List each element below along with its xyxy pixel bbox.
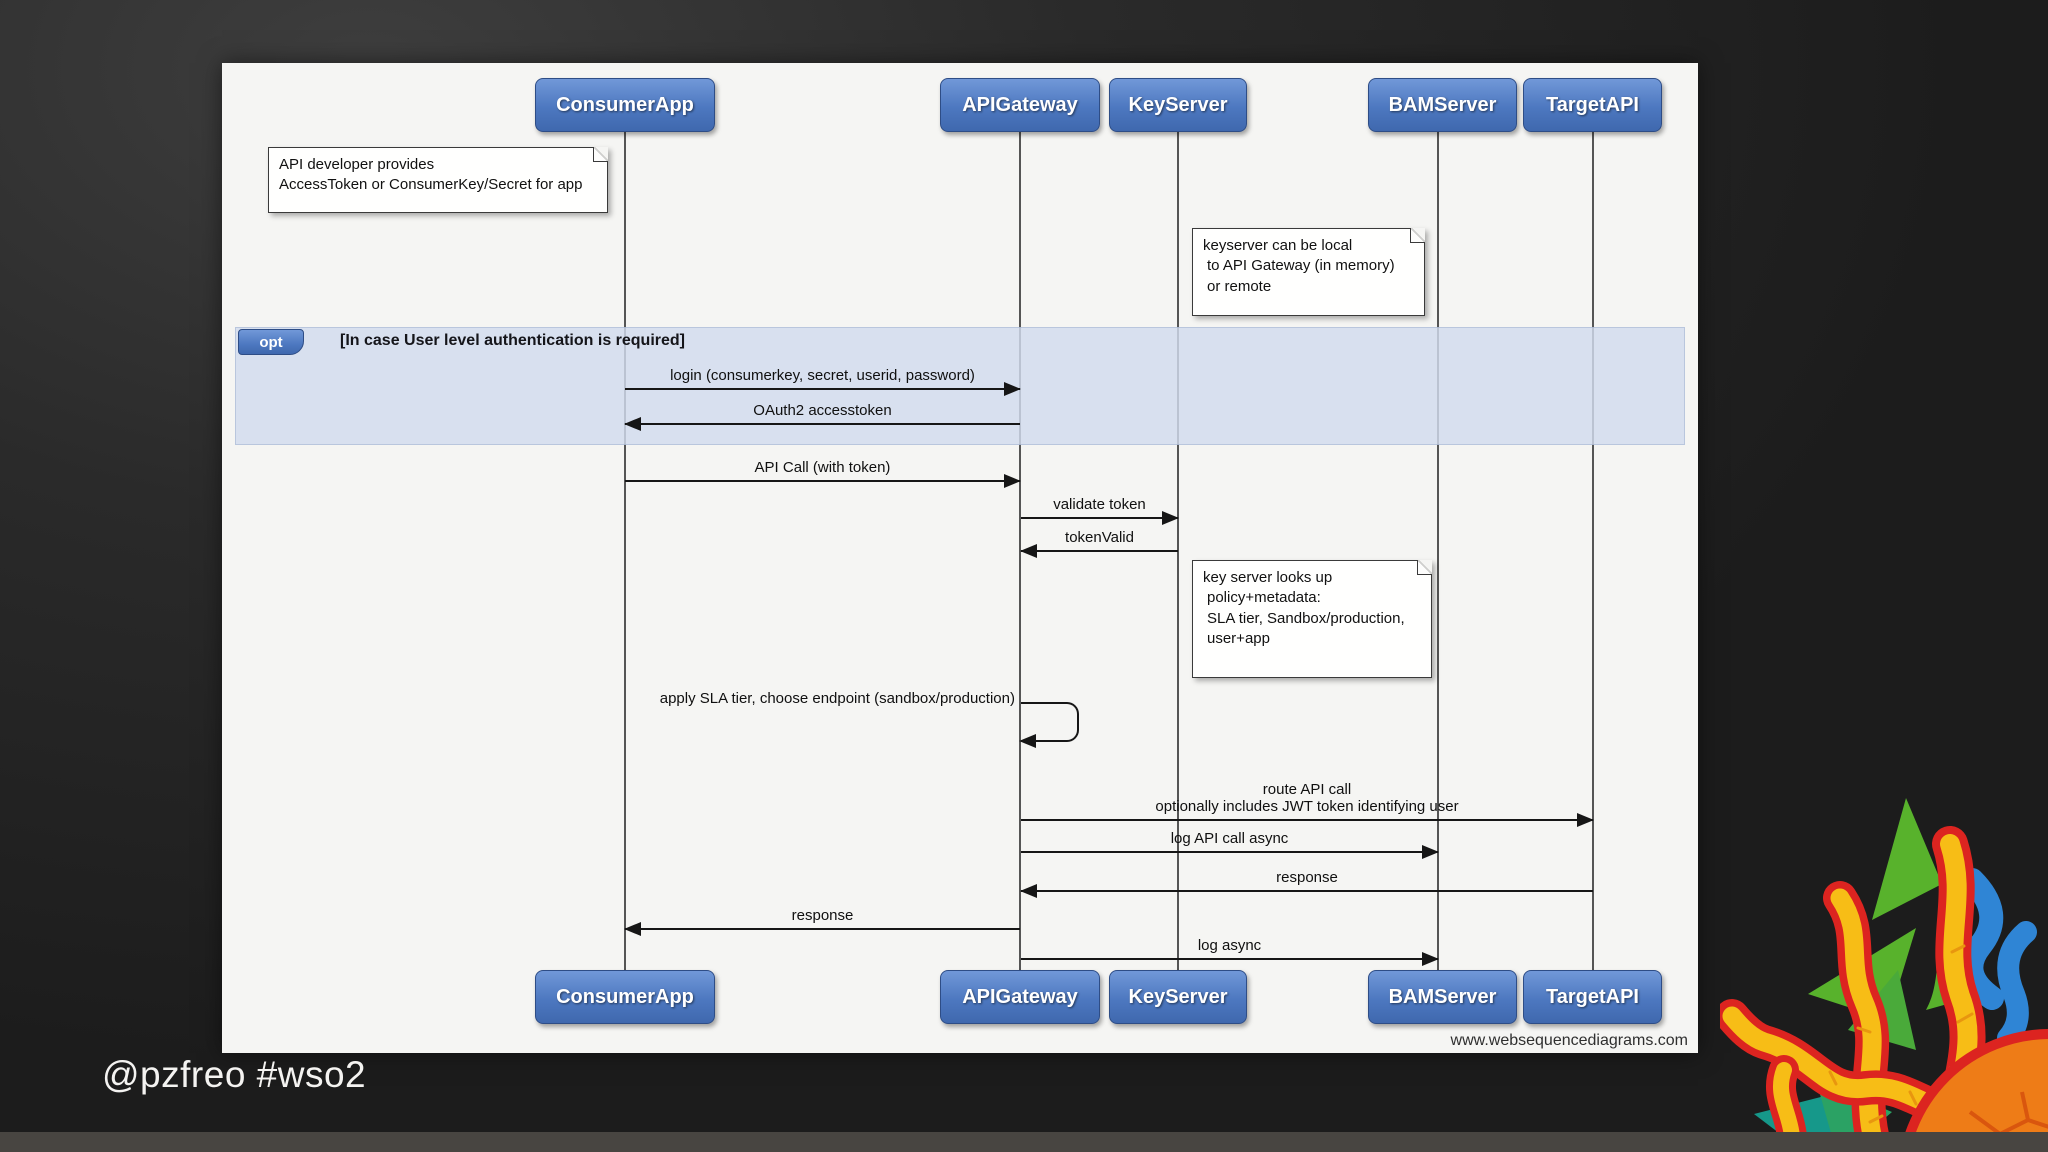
note-line: user+app <box>1207 629 1270 647</box>
message-response-target: response <box>1020 869 1593 898</box>
note-line: AccessToken or ConsumerKey/Secret for ap… <box>279 176 583 194</box>
message-api-call: API Call (with token) <box>625 459 1021 488</box>
lifeline-consumerapp <box>624 132 626 970</box>
message-log-async: log async <box>1021 937 1439 966</box>
message-line <box>1021 550 1178 552</box>
arrowhead-left-icon <box>1020 884 1037 898</box>
message-line <box>1021 890 1593 892</box>
lifeline-targetapi <box>1592 132 1594 970</box>
message-label: log API call async <box>1170 830 1289 847</box>
actor-bottom-apigateway: APIGateway <box>940 970 1100 1024</box>
lifeline-keyserver <box>1177 132 1179 970</box>
opt-fragment: opt [In case User level authentication i… <box>235 327 1685 445</box>
note-keyserver-local: keyserver can be local to API Gateway (i… <box>1192 228 1425 316</box>
message-line <box>1021 958 1438 960</box>
arrowhead-right-icon <box>1422 952 1439 966</box>
message-validate-token: validate token <box>1021 496 1179 525</box>
actor-top-keyserver: KeyServer <box>1109 78 1247 132</box>
arrowhead-left-icon <box>624 417 641 431</box>
message-line <box>1021 819 1593 821</box>
message-line <box>625 928 1020 930</box>
arrowhead-left-icon <box>624 922 641 936</box>
message-line <box>625 388 1020 390</box>
opt-fragment-operator: opt <box>238 329 304 355</box>
arrowhead-right-icon <box>1162 511 1179 525</box>
message-line <box>625 480 1020 482</box>
message-label: OAuth2 accesstoken <box>753 402 892 419</box>
lifeline-bamserver <box>1437 132 1439 970</box>
actor-bottom-consumerapp: ConsumerApp <box>535 970 715 1024</box>
note-keyserver-lookup: key server looks up policy+metadata: SLA… <box>1192 560 1432 678</box>
message-line <box>1021 851 1438 853</box>
message-label: tokenValid <box>1065 529 1134 546</box>
note-api-developer: API developer provides AccessToken or Co… <box>268 147 608 213</box>
actor-top-bamserver: BAMServer <box>1368 78 1517 132</box>
message-apply-sla-selfloop <box>1019 702 1079 748</box>
actor-top-consumerapp: ConsumerApp <box>535 78 715 132</box>
message-tokenvalid: tokenValid <box>1020 529 1178 558</box>
wso2-sun-logo <box>1720 798 2048 1152</box>
message-label: route API call <box>1262 781 1352 798</box>
actor-top-apigateway: APIGateway <box>940 78 1100 132</box>
message-log-api-call-async: log API call async <box>1021 830 1439 859</box>
arrowhead-right-icon <box>1422 845 1439 859</box>
note-line: key server looks up <box>1203 569 1333 586</box>
message-route-api-call: route API call optionally includes JWT t… <box>1021 781 1594 827</box>
note-fold-icon <box>1417 560 1432 575</box>
message-oauth2-accesstoken: OAuth2 accesstoken <box>624 402 1020 431</box>
message-label: log async <box>1197 937 1262 954</box>
sequence-diagram-panel: opt [In case User level authentication i… <box>222 63 1698 1053</box>
note-fold-icon <box>593 147 608 162</box>
message-label: validate token <box>1053 496 1146 513</box>
actor-bottom-bamserver: BAMServer <box>1368 970 1517 1024</box>
message-label: response <box>791 907 854 924</box>
note-line: keyserver can be local <box>1203 237 1353 254</box>
message-line <box>1021 517 1178 519</box>
message-label: response <box>1276 869 1338 886</box>
actor-top-targetapi: TargetAPI <box>1523 78 1662 132</box>
note-line: SLA tier, Sandbox/production, <box>1207 609 1405 627</box>
arrowhead-left-icon <box>1019 734 1036 748</box>
speaker-handle-text: @pzfreo #wso2 <box>102 1054 367 1095</box>
note-line: policy+metadata: <box>1207 589 1321 607</box>
message-label: API Call (with token) <box>754 459 891 476</box>
arrowhead-right-icon <box>1577 813 1594 827</box>
actor-bottom-targetapi: TargetAPI <box>1523 970 1662 1024</box>
note-line: API developer provides <box>279 156 435 173</box>
bottom-bar <box>0 1132 2048 1152</box>
message-apply-sla-label: apply SLA tier, choose endpoint (sandbox… <box>659 690 1015 707</box>
message-line <box>625 423 1020 425</box>
websequencediagrams-watermark: www.websequencediagrams.com <box>1450 1032 1688 1049</box>
opt-fragment-condition: [In case User level authentication is re… <box>340 332 685 349</box>
arrowhead-right-icon <box>1004 382 1021 396</box>
message-label: login (consumerkey, secret, userid, pass… <box>670 367 975 384</box>
actor-bottom-keyserver: KeyServer <box>1109 970 1247 1024</box>
arrowhead-left-icon <box>1020 544 1037 558</box>
note-line: to API Gateway (in memory) <box>1207 257 1395 275</box>
message-response-consumer: response <box>624 907 1020 936</box>
arrowhead-right-icon <box>1004 474 1021 488</box>
message-label-line2: optionally includes JWT token identifyin… <box>1155 798 1459 815</box>
sun-swirl-blue <box>1959 868 2037 1049</box>
message-login: login (consumerkey, secret, userid, pass… <box>625 367 1021 396</box>
note-fold-icon <box>1410 228 1425 243</box>
note-line: or remote <box>1207 277 1272 295</box>
